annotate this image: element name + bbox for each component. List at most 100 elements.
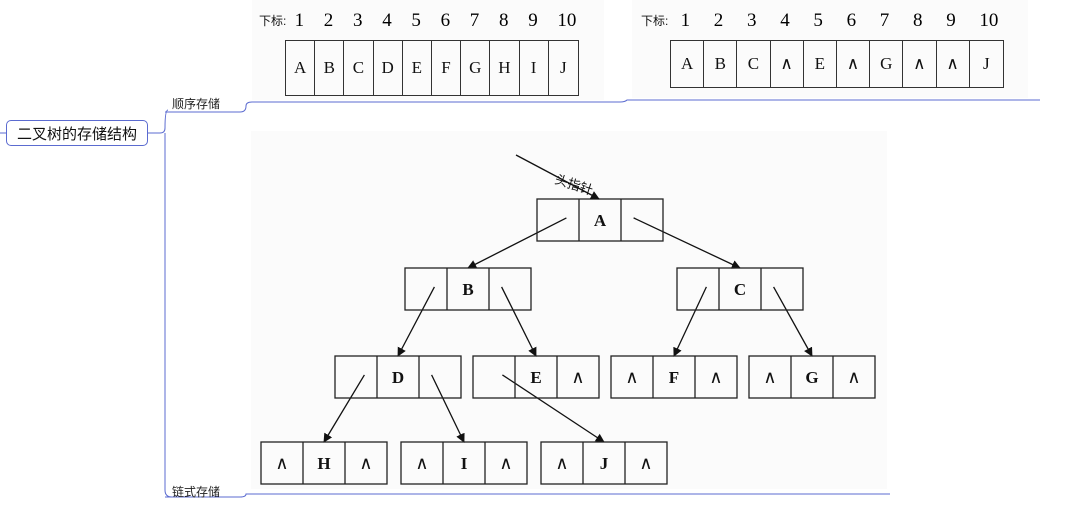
array-cell: B (315, 41, 345, 95)
array-cell: G (461, 41, 491, 95)
node-field-data: H (317, 454, 330, 473)
node-field-data: F (669, 368, 679, 387)
root-node[interactable]: 二叉树的存储结构 (6, 120, 148, 146)
array-index: 9 (946, 10, 956, 31)
array-index: 1 (294, 10, 305, 31)
node-box (400, 441, 528, 485)
tree-node-c: C (676, 267, 804, 311)
node-field-left: ∧ (763, 367, 776, 387)
node-field-left: ∧ (625, 367, 638, 387)
tree-node-a: A (536, 198, 664, 242)
node-field-data: C (734, 280, 746, 299)
array-cell: F (432, 41, 462, 95)
pointer-arrow-c-g (773, 286, 813, 357)
index-label: 下标: (641, 14, 669, 28)
node-field-right: ∧ (499, 453, 512, 473)
tree-node-i: ∧ I ∧ (400, 441, 528, 485)
node-field-data: J (600, 454, 609, 473)
array-cell: I (520, 41, 549, 95)
branch-label-linked[interactable]: 链式存储 (172, 485, 221, 499)
array-cell: H (490, 41, 520, 95)
pointer-arrow-b-e (501, 286, 537, 357)
node-box (676, 267, 804, 311)
linked-underline (165, 493, 890, 498)
array-index: 4 (780, 10, 790, 31)
node-field-left: ∧ (275, 453, 288, 473)
node-box (404, 267, 532, 311)
tree-node-h: ∧ H ∧ (260, 441, 388, 485)
array-index: 7 (469, 10, 480, 31)
node-field-right: ∧ (639, 453, 652, 473)
node-field-data: G (805, 368, 818, 387)
array-cell: G (870, 41, 904, 87)
node-field-right: ∧ (571, 367, 584, 387)
array-index: 5 (813, 10, 823, 31)
array-index: 8 (499, 10, 509, 31)
array-cell: ∧ (937, 41, 970, 87)
node-box (260, 441, 388, 485)
node-field-right: ∧ (359, 453, 372, 473)
array-cell: C (344, 41, 374, 95)
node-field-left: ∧ (555, 453, 568, 473)
node-box (748, 355, 876, 399)
tree-node-e: E∧ (472, 355, 600, 399)
branch-label-sequential[interactable]: 顺序存储 (172, 97, 221, 111)
array-index: 4 (382, 10, 392, 31)
array-index: 2 (713, 10, 724, 31)
pointer-arrow-d-i (431, 374, 465, 443)
node-box (610, 355, 738, 399)
array-index: 3 (747, 10, 757, 31)
array-index: 10 (557, 10, 577, 31)
array-index: 6 (440, 10, 451, 31)
array-cell: A (286, 41, 316, 95)
array-index: 8 (913, 10, 923, 31)
array-cell: J (559, 58, 567, 77)
node-field-data: B (462, 280, 473, 299)
array-cell: C (737, 41, 771, 87)
pointer-arrow-b-d (397, 286, 435, 357)
node-field-data: D (392, 368, 404, 387)
tree-node-j: ∧ J ∧ (540, 441, 668, 485)
pointer-arrow-a-c (633, 217, 741, 269)
node-field-right: ∧ (847, 367, 860, 387)
pointer-arrow-a-b (467, 217, 567, 269)
index-label: 下标: (259, 14, 287, 28)
array-cell: D (374, 41, 403, 95)
array-index: 3 (353, 10, 363, 31)
pointer-arrow-d-h (323, 374, 365, 443)
array-cell: B (704, 41, 738, 87)
pointer-arrow-e-j (502, 374, 605, 443)
array-cell: ∧ (903, 41, 937, 87)
array-index: 9 (528, 10, 538, 31)
tree-node-d: D (334, 355, 462, 399)
array-index: 1 (680, 10, 691, 31)
node-box (540, 441, 668, 485)
pointer-arrow-c-f (673, 286, 707, 357)
node-box (536, 198, 664, 242)
array-cell: E (804, 41, 837, 87)
tree-node-b: B (404, 267, 532, 311)
array-cell: A (671, 41, 705, 87)
root-node-label: 二叉树的存储结构 (16, 125, 137, 143)
array-cell: E (403, 41, 432, 95)
root-connector (148, 127, 166, 134)
node-field-right: ∧ (709, 367, 722, 387)
array-cell: J (982, 54, 990, 73)
array-index: 10 (979, 10, 999, 31)
node-field-left: ∧ (415, 453, 428, 473)
node-box (334, 355, 462, 399)
node-field-data: A (594, 211, 607, 230)
array-index: 6 (846, 10, 857, 31)
head-pointer-arrow (515, 154, 600, 200)
node-field-data: I (461, 454, 468, 473)
node-field-data: E (530, 368, 541, 387)
tree-node-g: ∧ G ∧ (748, 355, 876, 399)
